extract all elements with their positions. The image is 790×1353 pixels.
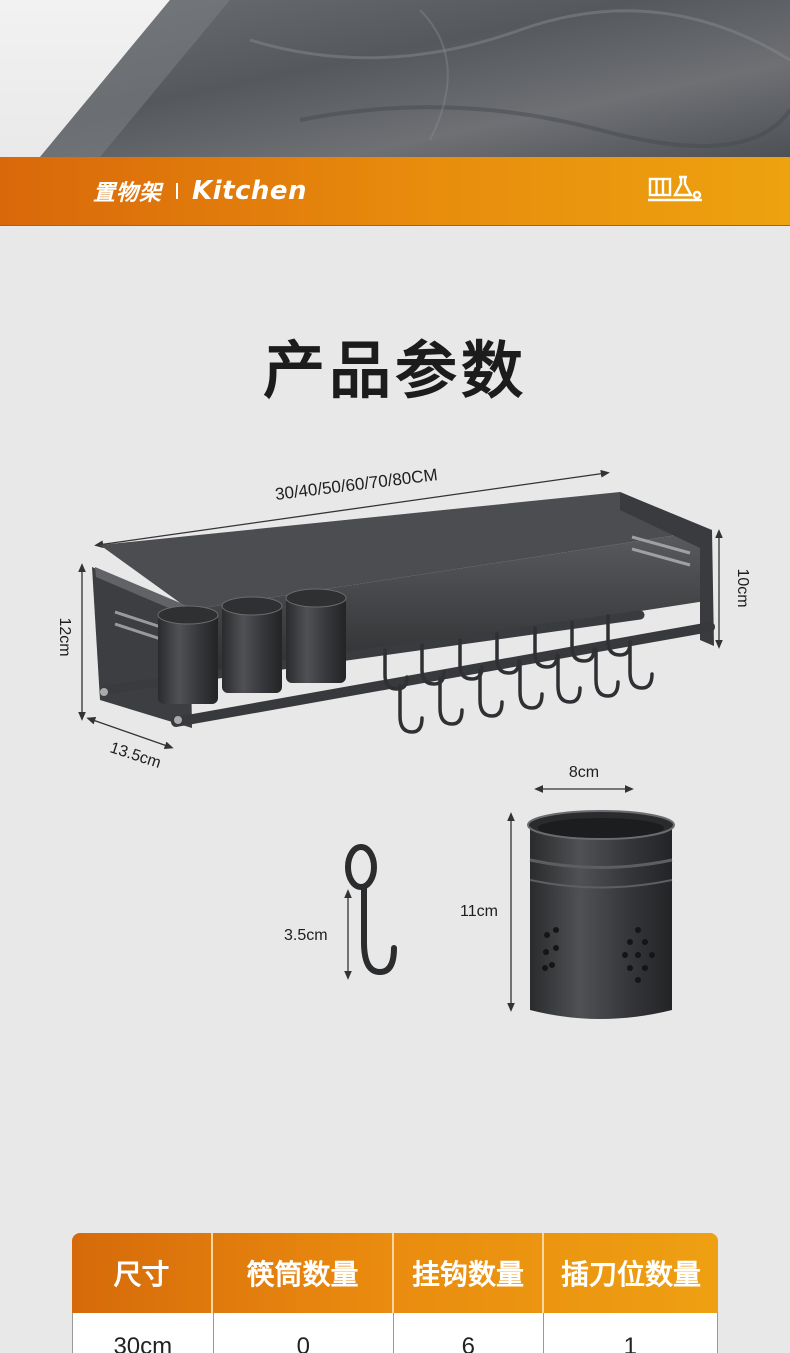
cup-detail-illustration bbox=[507, 785, 675, 1019]
category-banner: 置物架 Kitchen bbox=[0, 157, 790, 226]
hook-detail-illustration bbox=[344, 844, 397, 980]
cup-height-label: 11cm bbox=[460, 903, 498, 920]
cell-size: 30cm bbox=[73, 1313, 214, 1353]
header-hook-count: 挂钩数量 bbox=[394, 1233, 544, 1313]
banner-divider bbox=[176, 183, 179, 199]
header-knife-slot-count: 插刀位数量 bbox=[560, 1258, 701, 1291]
right-height-label: 10cm bbox=[734, 568, 751, 607]
spec-table: 尺寸 筷筒数量 挂钩数量 插刀位数量 30cm 0 6 1 bbox=[72, 1233, 718, 1353]
cell-chopstick-holder-count: 0 bbox=[214, 1313, 394, 1353]
left-height-label: 12cm bbox=[56, 617, 73, 656]
category-cn-label: 置物架 bbox=[93, 181, 163, 206]
kitchen-shelf-icon bbox=[648, 175, 702, 202]
product-dimension-diagram: 30/40/50/60/70/80CM 12cm 10cm 13.5cm bbox=[56, 465, 751, 1019]
shelf-illustration bbox=[92, 492, 715, 734]
cell-hook-count: 6 bbox=[394, 1313, 544, 1353]
depth-label: 13.5cm bbox=[108, 740, 163, 772]
length-label: 30/40/50/60/70/80CM bbox=[274, 465, 439, 504]
spec-table-header: 尺寸 筷筒数量 挂钩数量 插刀位数量 bbox=[72, 1233, 718, 1313]
table-row: 30cm 0 6 1 bbox=[72, 1313, 718, 1353]
header-chopstick-holder-count: 筷筒数量 bbox=[213, 1233, 394, 1313]
category-en-label: Kitchen bbox=[192, 176, 308, 206]
length-dimension-line bbox=[94, 469, 610, 549]
cup-width-label: 8cm bbox=[569, 764, 599, 781]
depth-dimension-line bbox=[86, 717, 174, 749]
header-size: 尺寸 bbox=[72, 1233, 213, 1313]
hero-marble-photo bbox=[0, 0, 790, 157]
hook-height-label: 3.5cm bbox=[284, 927, 328, 944]
cell-knife-slot-count: 1 bbox=[623, 1333, 637, 1353]
page-title: 产品参数 bbox=[262, 334, 527, 407]
